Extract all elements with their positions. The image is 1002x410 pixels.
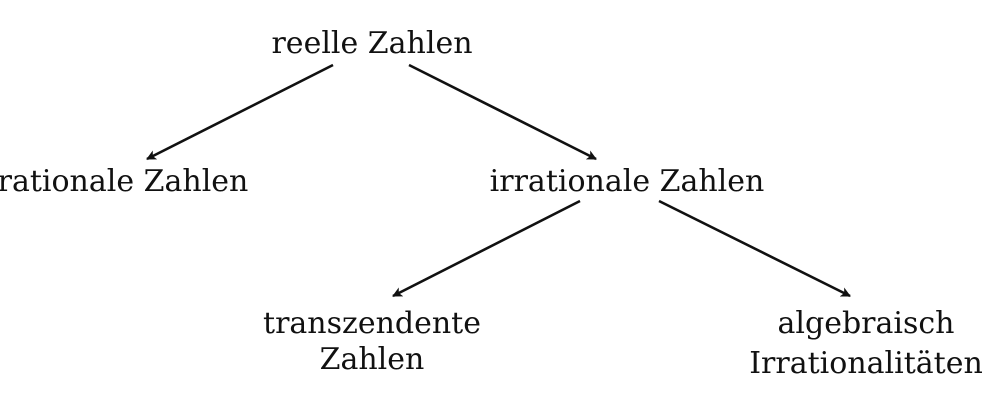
node-label-line-1: transzendente [263,306,481,341]
node-transzendente-zahlen: transzendente Zahlen [263,306,481,378]
arrow-irrational-to-algebraic [658,199,851,298]
node-rationale-zahlen: rationale Zahlen [0,164,248,200]
node-label-line-2: Zahlen [319,342,425,377]
arrow-irrational-to-transcendental [392,199,581,298]
node-reelle-zahlen: reelle Zahlen [271,26,472,62]
arrow-root-to-irrational [408,63,597,161]
arrow-root-to-rational [146,63,334,161]
node-label-line-1: algebraisch [777,306,955,341]
node-label: rationale Zahlen [0,164,249,199]
node-label-line-2: Irrationalitäten [749,346,983,381]
node-label: irrationale Zahlen [489,164,765,199]
node-label: reelle Zahlen [271,26,473,61]
node-algebraisch-irrationalitaeten: algebraisch Irrationalitäten [749,306,983,382]
node-irrationale-zahlen: irrationale Zahlen [490,164,765,200]
